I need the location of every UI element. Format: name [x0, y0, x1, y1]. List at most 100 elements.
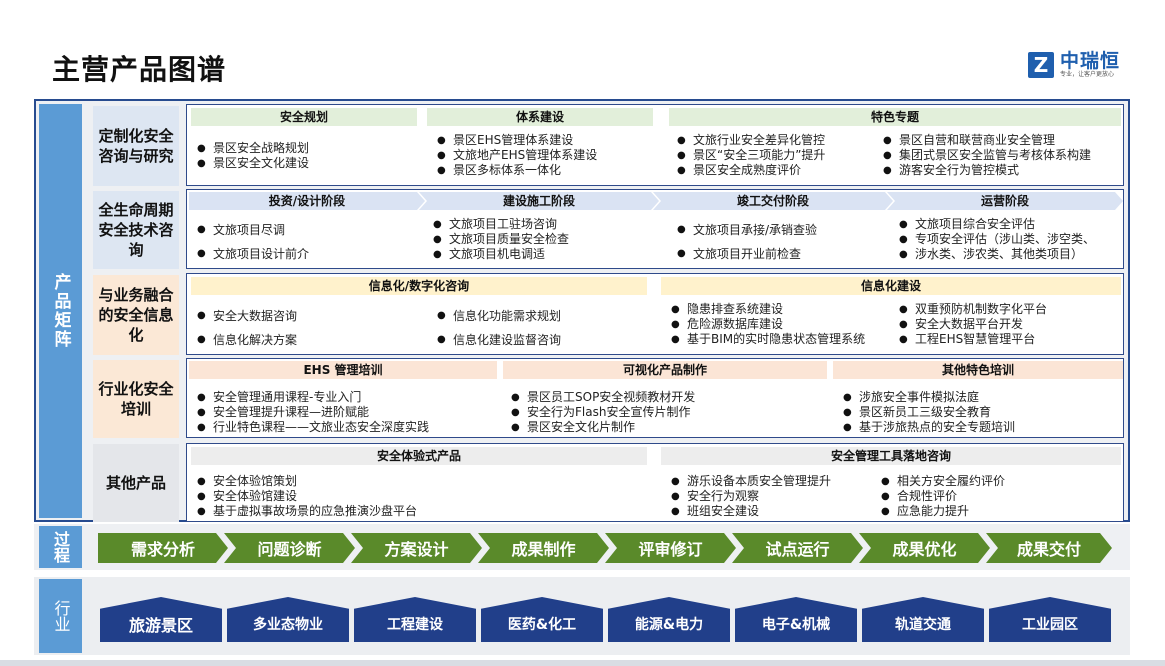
- process-label: 过程: [39, 526, 82, 568]
- list-item: 游乐设备本质安全管理提升: [671, 474, 831, 489]
- process-step: 试点运行: [732, 533, 863, 563]
- list-digital-consulting-a: 安全大数据咨询 信息化解决方案: [197, 304, 297, 352]
- list-item: 安全管理通用课程-专业入门: [197, 390, 429, 405]
- list-item: 危险源数据库建设: [671, 317, 865, 332]
- list-item: 文旅项目质量安全检查: [433, 232, 569, 247]
- row-label-other-products: 其他产品: [93, 444, 179, 522]
- header-completion-stage: 竣工交付阶段: [653, 192, 893, 210]
- header-investment-stage: 投资/设计阶段: [189, 192, 425, 210]
- header-system-building: 体系建设: [427, 108, 653, 126]
- list-visual-products: 景区员工SOP安全视频教材开发 安全行为Flash安全宣传片制作 景区安全文化片…: [511, 390, 695, 435]
- list-item: 安全体验馆建设: [197, 489, 417, 504]
- row-consulting: 安全规划 体系建设 特色专题 景区安全战略规划 景区安全文化建设 景区EHS管理…: [186, 104, 1124, 186]
- list-item: 文旅项目机电调适: [433, 247, 569, 262]
- list-safety-planning: 景区安全战略规划 景区安全文化建设: [197, 141, 309, 171]
- logo-mark-icon: Z: [1028, 52, 1054, 78]
- row-label-informatization: 与业务融合的安全信息化: [93, 275, 179, 355]
- list-item: 信息化建设监督咨询: [437, 328, 561, 352]
- header-ehs-training: EHS 管理培训: [189, 361, 497, 379]
- list-item: 隐患排查系统建设: [671, 302, 865, 317]
- list-investment-stage: 文旅项目尽调 文旅项目设计前介: [197, 218, 309, 266]
- list-construction-stage: 文旅项目工驻场咨询 文旅项目质量安全检查 文旅项目机电调适: [433, 217, 569, 262]
- list-item-continuation: 涉水类、涉农类、其他类项目）: [899, 247, 1095, 262]
- process-step: 评审修订: [605, 533, 736, 563]
- list-item: 文旅项目设计前介: [197, 242, 309, 266]
- list-item: 景区多标体系一体化: [437, 163, 597, 178]
- header-safety-planning: 安全规划: [191, 108, 417, 126]
- list-item: 景区新员工三级安全教育: [843, 405, 1015, 420]
- row-label-lifecycle: 全生命周期安全技术咨询: [93, 191, 179, 269]
- list-item: 相关方安全履约评价: [881, 474, 1005, 489]
- list-item: 班组安全建设: [671, 504, 831, 519]
- list-special-topics-a: 文旅行业安全差异化管控 景区“安全三项能力”提升 景区安全成熟度评价: [677, 133, 825, 178]
- header-informatization-building: 信息化建设: [661, 277, 1121, 295]
- list-item: 文旅项目尽调: [197, 218, 309, 242]
- process-step: 方案设计: [351, 533, 482, 563]
- list-item: 安全管理提升课程—进阶赋能: [197, 405, 429, 420]
- list-item: 景区“安全三项能力”提升: [677, 148, 825, 163]
- process-step: 需求分析: [98, 533, 228, 563]
- list-item: 文旅行业安全差异化管控: [677, 133, 825, 148]
- product-matrix-label: 产品矩阵: [39, 104, 82, 518]
- header-digital-consulting: 信息化/数字化咨询: [191, 277, 647, 295]
- list-item: 基于BIM的实时隐患状态管理系统: [671, 332, 865, 347]
- header-experience-products: 安全体验式产品: [191, 447, 647, 465]
- list-item: 基于涉旅热点的安全专题培训: [843, 420, 1015, 435]
- row-lifecycle: 投资/设计阶段 建设施工阶段 竣工交付阶段 运营阶段 文旅项目尽调 文旅项目设计…: [186, 189, 1124, 269]
- header-special-topics: 特色专题: [669, 108, 1121, 126]
- list-experience-products: 安全体验馆策划 安全体验馆建设 基于虚拟事故场景的应急推演沙盘平台: [197, 474, 417, 519]
- header-construction-stage: 建设施工阶段: [419, 192, 659, 210]
- list-other-training: 涉旅安全事件模拟法庭 景区新员工三级安全教育 基于涉旅热点的安全专题培训: [843, 390, 1015, 435]
- list-item: 行业特色课程——文旅业态安全深度实践: [197, 420, 429, 435]
- header-other-training: 其他特色培训: [833, 361, 1123, 379]
- list-tools-consulting-b: 相关方安全履约评价 合规性评价 应急能力提升: [881, 474, 1005, 519]
- list-item: 景区安全文化建设: [197, 156, 309, 171]
- header-visual-products: 可视化产品制作: [503, 361, 827, 379]
- list-item: 双重预防机制数字化平台: [899, 302, 1047, 317]
- list-ehs-training: 安全管理通用课程-专业入门 安全管理提升课程—进阶赋能 行业特色课程——文旅业态…: [197, 390, 429, 435]
- row-training: EHS 管理培训 可视化产品制作 其他特色培训 安全管理通用课程-专业入门 安全…: [186, 358, 1124, 438]
- list-item: 安全行为观察: [671, 489, 831, 504]
- list-item: 合规性评价: [881, 489, 1005, 504]
- header-operation-stage: 运营阶段: [887, 192, 1123, 210]
- list-item: 景区安全成熟度评价: [677, 163, 825, 178]
- list-system-building: 景区EHS管理体系建设 文旅地产EHS管理体系建设 景区多标体系一体化: [437, 133, 597, 178]
- list-item: 文旅项目综合安全评估: [899, 217, 1095, 232]
- list-operation-stage: 文旅项目综合安全评估 专项安全评估（涉山类、涉空类、 涉水类、涉农类、其他类项目…: [899, 217, 1095, 262]
- process-step: 成果交付: [986, 533, 1112, 563]
- row-informatization: 信息化/数字化咨询 信息化建设 安全大数据咨询 信息化解决方案 信息化功能需求规…: [186, 273, 1124, 355]
- footer-divider: [0, 660, 1165, 666]
- list-item: 应急能力提升: [881, 504, 1005, 519]
- list-item: 文旅项目开业前检查: [677, 242, 817, 266]
- list-item: 工程EHS智慧管理平台: [899, 332, 1047, 347]
- list-item: 集团式景区安全监管与考核体系构建: [883, 148, 1091, 163]
- list-item: 安全体验馆策划: [197, 474, 417, 489]
- list-informatization-a: 隐患排查系统建设 危险源数据库建设 基于BIM的实时隐患状态管理系统: [671, 302, 865, 347]
- list-item: 安全大数据咨询: [197, 304, 297, 328]
- company-logo: Z 中瑞恒 专业，让客户更放心: [1028, 51, 1120, 79]
- list-item: 文旅地产EHS管理体系建设: [437, 148, 597, 163]
- process-step: 成果优化: [859, 533, 990, 563]
- list-item: 景区安全战略规划: [197, 141, 309, 156]
- row-label-consulting: 定制化安全咨询与研究: [93, 106, 179, 186]
- list-item: 涉旅安全事件模拟法庭: [843, 390, 1015, 405]
- list-tools-consulting-a: 游乐设备本质安全管理提升 安全行为观察 班组安全建设: [671, 474, 831, 519]
- list-item: 专项安全评估（涉山类、涉空类、: [899, 232, 1095, 247]
- process-step: 成果制作: [478, 533, 609, 563]
- list-digital-consulting-b: 信息化功能需求规划 信息化建设监督咨询: [437, 304, 561, 352]
- row-label-training: 行业化安全培训: [93, 360, 179, 438]
- industry-label: 行业: [39, 579, 82, 653]
- list-item: 信息化解决方案: [197, 328, 297, 352]
- list-completion-stage: 文旅项目承接/承销查验 文旅项目开业前检查: [677, 218, 817, 266]
- logo-slogan: 专业，让客户更放心: [1060, 71, 1115, 78]
- page-title: 主营产品图谱: [52, 53, 227, 86]
- logo-name: 中瑞恒: [1060, 50, 1121, 72]
- list-item: 安全大数据平台开发: [899, 317, 1047, 332]
- list-item: 景区自营和联营商业安全管理: [883, 133, 1091, 148]
- list-item: 文旅项目工驻场咨询: [433, 217, 569, 232]
- list-item: 信息化功能需求规划: [437, 304, 561, 328]
- list-item: 景区EHS管理体系建设: [437, 133, 597, 148]
- list-item: 游客安全行为管控模式: [883, 163, 1091, 178]
- process-step: 问题诊断: [224, 533, 355, 563]
- list-item: 基于虚拟事故场景的应急推演沙盘平台: [197, 504, 417, 519]
